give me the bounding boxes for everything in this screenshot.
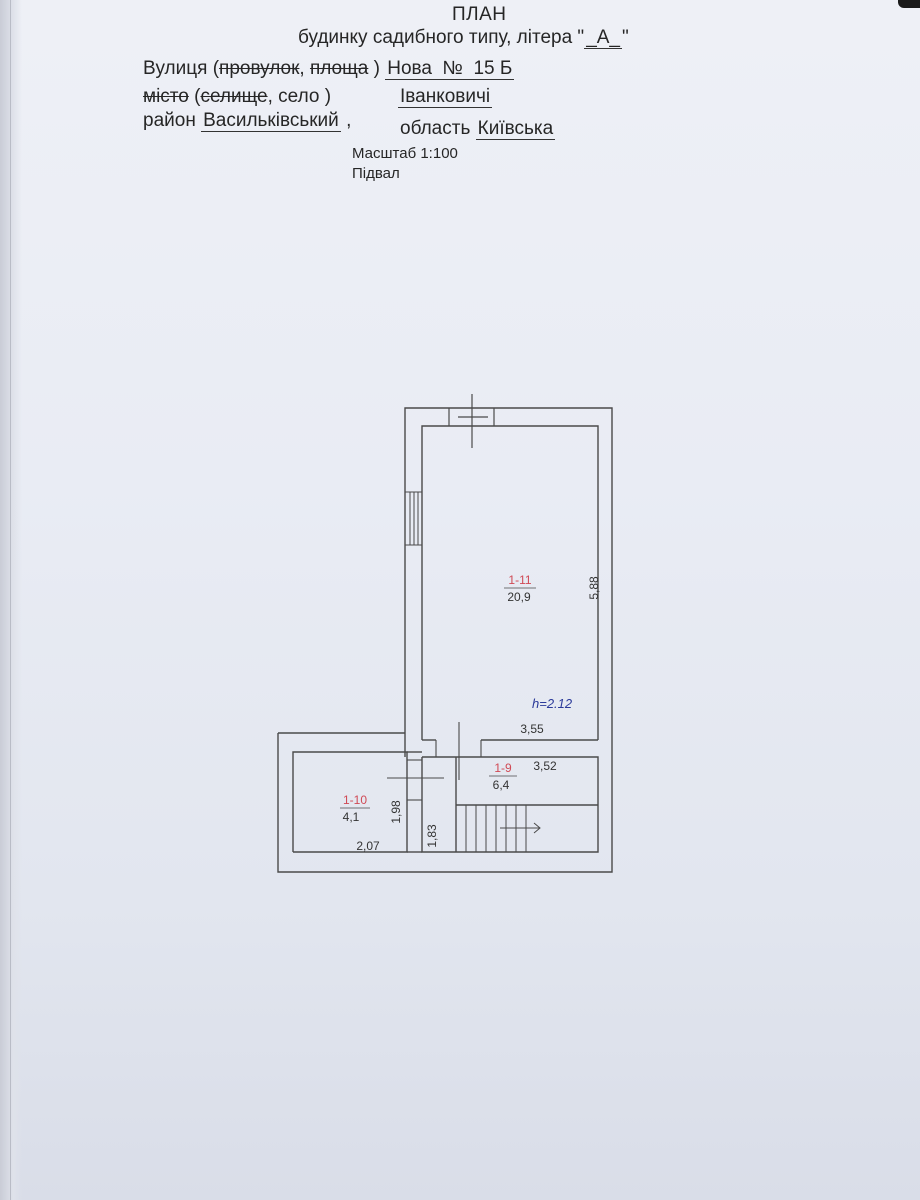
district-label: район [143,110,196,131]
region-name: Київська [475,118,556,140]
number-value: 15 Б [473,58,513,79]
room-id-9: 1-9 [494,761,512,775]
dim-big-width: 3,55 [520,722,544,736]
wall-outer-upper [404,407,613,755]
street-label: Вулиця ( [143,58,220,79]
room-area-9: 6,4 [493,778,510,792]
street-line: Вулиця (провулок, площа ) Нова № 15 Б [143,58,515,80]
stairs [465,805,541,852]
window-top [448,394,495,448]
district-line: район Васильківський , [143,110,351,132]
plan-title: ПЛАН [452,4,507,25]
street-struck-square: площа [309,58,369,79]
window-left [405,491,422,546]
room-label-10: 1-10 4,1 [340,793,370,824]
street-name-text: Нова [387,58,432,79]
region-label: область [400,118,471,139]
binding-edge [10,0,11,1200]
city-struck-town: місто [143,86,189,107]
city-open: ( [188,86,201,107]
street-comma: , [299,58,310,79]
region-line: область Київська [400,118,556,140]
dim-small-height: 1,98 [389,800,403,824]
room-area-11: 20,9 [507,590,531,604]
wall-outer-lower-left [277,733,613,873]
dim-corridor-height: 1,83 [425,824,439,848]
village-text: Іванковичі [398,86,493,108]
dim-big-height: 5,88 [587,576,601,600]
page-fold-shadow [0,0,22,1200]
city-struck-settlement: селище [200,86,268,107]
number-label: № [442,58,463,79]
letter-value: _А_ [584,27,622,49]
city-rest: , село ) [267,86,332,107]
wall-inner-upper [421,425,599,740]
plan-subtitle: будинку садибного типу, літера "_А_" [298,27,629,49]
district-name: Васильківський [201,110,341,132]
subtitle-suffix: " [622,27,629,48]
room-id-11: 1-11 [508,573,531,587]
room-id-10: 1-10 [343,793,367,807]
door-upper [435,722,482,780]
wall-inner-room-9 [421,756,599,853]
room-area-10: 4,1 [343,810,360,824]
street-close: ) [368,58,380,79]
district-sep: , [346,110,352,131]
scale-label: Масштаб 1:100 [352,145,458,162]
street-name: Нова № 15 Б [385,58,515,80]
room-label-11: 1-11 20,9 [504,573,536,604]
floor-label: Підвал [352,165,400,182]
room-label-9: 1-9 6,4 [489,761,517,792]
dim-small-width: 2,07 [356,839,380,853]
street-struck-lane: провулок [219,58,300,79]
corner-mark [898,0,920,8]
city-line: місто (селище, село ) [143,86,331,108]
dim-mid-width: 3,52 [533,759,557,773]
door-room-10 [387,759,444,801]
handwritten-ceiling-height: h=2.12 [532,696,573,711]
subtitle-prefix: будинку садибного типу, літера " [298,27,585,48]
village-name: Іванковичі [398,86,493,108]
